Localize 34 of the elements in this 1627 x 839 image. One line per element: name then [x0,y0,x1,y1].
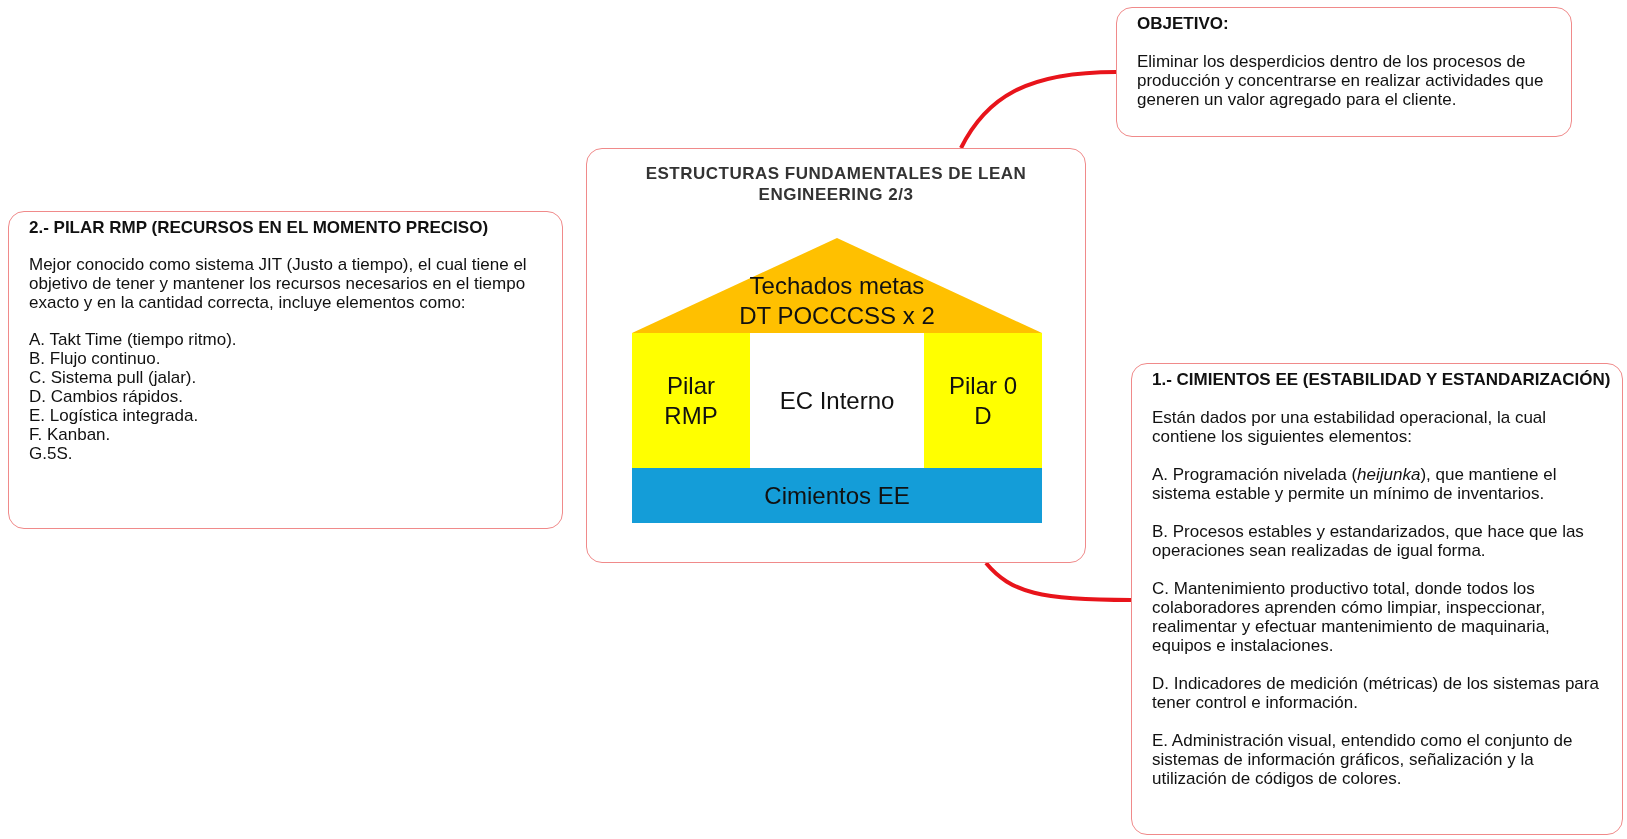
card-text: D. Indicadores de medición (métricas) de los sistemas para tener control e información. [1152,674,1600,712]
info-card [1131,363,1623,835]
card-text: C. Mantenimiento productivo total, donde todos los colaboradores aprenden cómo limpiar, inspeccionar, realimentar y efectuar mantenimiento de maquinaria, equipos e instalaciones. [1152,579,1551,655]
card-heading: ESTRUCTURAS FUNDAMENTALES DE LEAN ENGINEERING 2/3 [644,163,1028,205]
info-card [8,211,563,529]
house-label: Cimientos EE [764,480,910,511]
house-label: EC Interno [779,385,895,416]
card-heading: 1.- CIMIENTOS EE (ESTABILIDAD Y ESTANDARIZACIÓN) [1152,370,1612,389]
connector-curve [984,561,1131,602]
card-text: Están dados por una estabilidad operacional, la cual contiene los siguientes elementos: [1152,408,1548,446]
pillar-block [632,333,750,468]
info-card [1116,7,1572,137]
house-label: Pilar 0 D [948,370,1018,431]
roof-triangle [632,238,1042,333]
card-text: Mejor conocido como sistema JIT (Justo a tiempo), el cual tiene el objetivo de tener y mantener los recursos necesarios en el tiempo exacto y en la cantidad correcta, incluye elementos como: [29,255,528,312]
card-text: A. Programación nivelada (heijunka), que mantiene el sistema estable y permite un mínimo de inventarios. [1152,465,1558,503]
card-text: B. Procesos estables y estandarizados, que hace que las operaciones sean realizadas de igual forma. [1152,522,1585,560]
card-text: D. Cambios rápidos. [29,387,184,406]
diagram-card [586,148,1086,563]
house-label: Techados metas DT POCCCSS x 2 [738,271,936,331]
card-heading: 2.- PILAR RMP (RECURSOS EN EL MOMENTO PRECISO) [29,218,490,237]
card-text: F. Kanban. [29,425,112,444]
card-text: B. Flujo continuo. [29,349,162,368]
foundation-block [632,468,1042,523]
card-text: G.5S. [29,444,74,463]
card-text: E. Administración visual, entendido como el conjunto de sistemas de información gráficos, señalización y la utilización de códigos de colores. [1152,731,1574,788]
card-text: C. Sistema pull (jalar). [29,368,198,387]
pillar-block [924,333,1042,468]
card-text: A. Takt Time (tiempo ritmo). [29,330,238,349]
card-heading: OBJETIVO: [1137,14,1230,33]
card-text: E. Logística integrada. [29,406,200,425]
connector-curve [959,70,1117,149]
card-text: Eliminar los desperdicios dentro de los procesos de producción y concentrarse en realizar actividades que generen un valor agregado para el cliente. [1137,52,1545,109]
house-label: Pilar RMP [663,370,719,431]
